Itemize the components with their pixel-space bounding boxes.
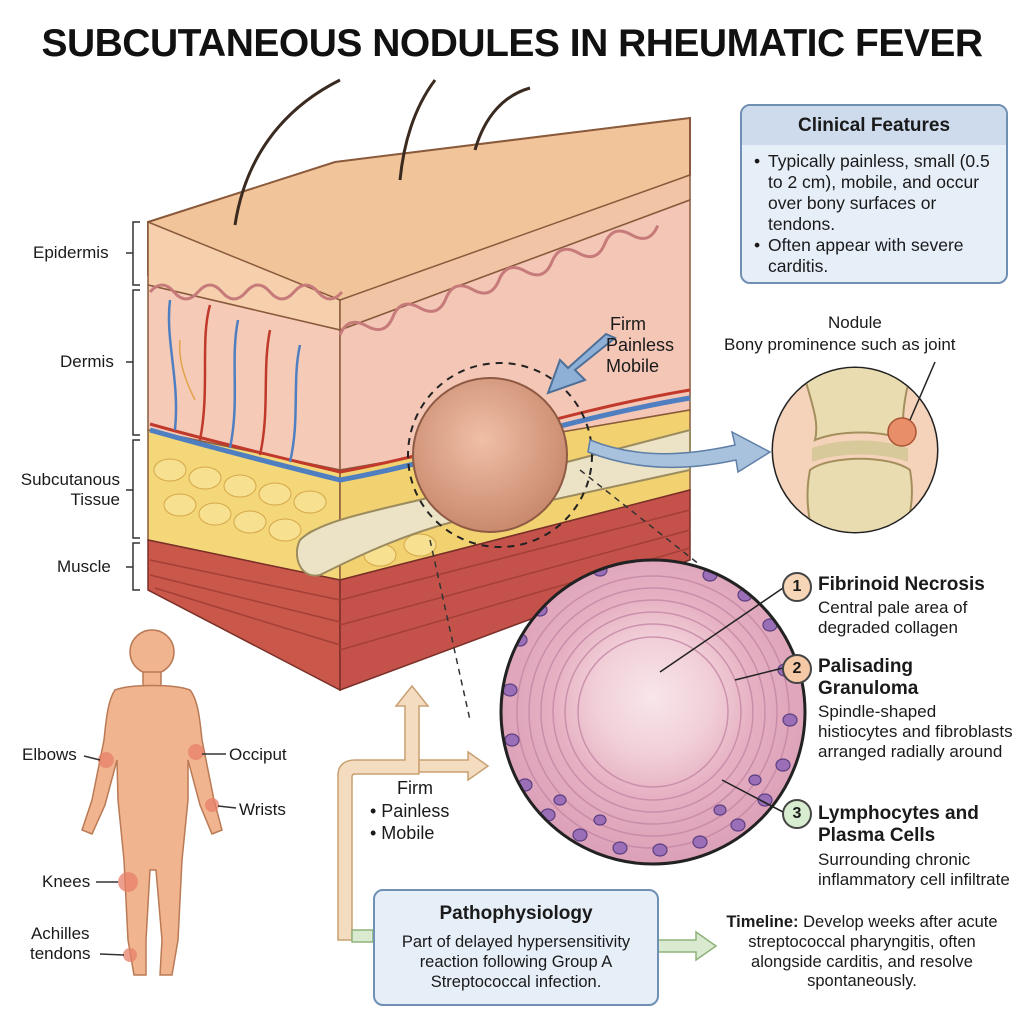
pathophysiology-title: Pathophysiology	[439, 903, 593, 924]
timeline-body: Develop weeks after acute streptococcal …	[748, 913, 998, 991]
histology-desc-1: Central pale area of degraded collagen	[818, 598, 968, 638]
histology-desc-2: Spindle-shaped histiocytes and fibroblas…	[818, 702, 1013, 762]
histology-num-2: 2	[782, 654, 812, 684]
clinical-features-box: Clinical Features Typically painless, sm…	[740, 104, 1008, 284]
timeline-label: Timeline:	[726, 913, 799, 931]
label-muscle: Muscle	[57, 557, 111, 576]
inset-arrow	[587, 430, 772, 474]
flow-arrow-right	[418, 750, 490, 782]
clinical-feature-item: Typically painless, small (0.5 to 2 cm),…	[754, 151, 996, 235]
site-elbows: Elbows	[22, 745, 77, 764]
side-muscle	[339, 489, 691, 692]
pathophysiology-text: Part of delayed hypersensitivity reactio…	[401, 933, 631, 991]
flow-labels: Firm • Painless • Mobile	[370, 778, 450, 843]
site-knees: Knees	[42, 872, 91, 891]
clinical-features-title: Clinical Features	[742, 106, 1006, 145]
site-achilles: Achilles tendons	[30, 924, 91, 964]
joint-nodule	[887, 417, 917, 447]
flow-arrow-up	[337, 684, 430, 941]
joint-nodule-label: Nodule	[828, 313, 882, 332]
nodule	[412, 377, 568, 533]
histology-title-2: Palisading Granuloma	[818, 656, 919, 699]
clinical-features-list: Typically painless, small (0.5 to 2 cm),…	[742, 151, 1006, 277]
timeline-arrow	[657, 930, 718, 962]
label-dermis: Dermis	[60, 352, 114, 371]
callout-arrow	[546, 332, 617, 395]
nodule-callout: Firm Painless Mobile	[606, 314, 675, 377]
histology-title-3: Lymphocytes and Plasma Cells	[818, 803, 979, 846]
site-wrists: Wrists	[239, 800, 286, 819]
page-title: SUBCUTANEOUS NODULES IN RHEUMATIC FEVER	[41, 22, 983, 65]
vein	[149, 395, 691, 483]
label-subcutaneous: Subcutanous Tissue	[20, 470, 120, 510]
body-figure	[81, 629, 223, 976]
histology-num-1: 1	[782, 572, 812, 602]
pathophysiology-box: Pathophysiology Part of delayed hypersen…	[373, 889, 659, 1006]
site-occiput: Occiput	[229, 745, 287, 764]
clinical-feature-item: Often appear with severe carditis.	[754, 235, 996, 277]
artery	[149, 388, 691, 474]
flow-arrow-bottom	[351, 929, 374, 943]
histology-title-1: Fibrinoid Necrosis	[818, 574, 985, 595]
timeline-text: Timeline: Develop weeks after acute stre…	[712, 913, 1012, 992]
joint-bony-label: Bony prominence such as joint	[724, 335, 956, 354]
label-epidermis: Epidermis	[33, 243, 109, 262]
histology-num-3: 3	[782, 799, 812, 829]
histology-desc-3: Surrounding chronic inflammatory cell in…	[818, 850, 1010, 890]
